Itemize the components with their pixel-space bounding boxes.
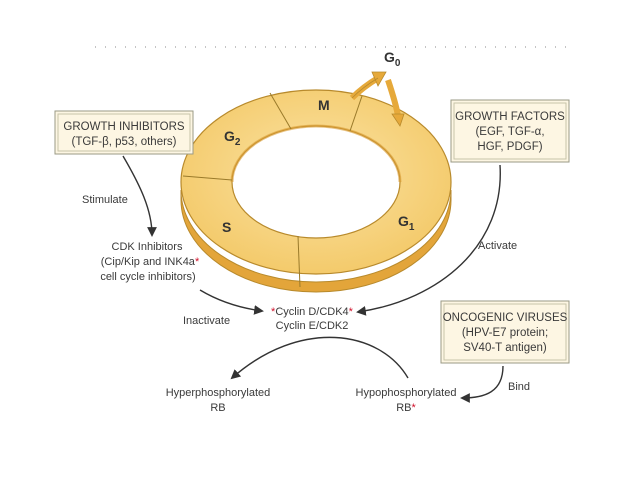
oncogenic-viruses-line3: SV40-T antigen) [463,342,547,354]
ring-top [180,89,452,275]
inactivate-label: Inactivate [183,315,230,327]
hyper-rb-line2: RB [210,402,225,414]
cdk-inhibitors-line2: (Cip/Kip and INK4a* [101,256,200,268]
hyper-rb-label: Hyperphosphorylated RB [166,387,271,414]
activate-label: Activate [478,240,517,252]
cyclin-star-left: * [271,306,276,318]
cyclin-label: *Cyclin D/CDK4* Cyclin E/CDK2 [271,306,354,332]
divider-g1-s [297,235,301,288]
oncogenic-viruses-line2: (HPV-E7 protein; [462,327,548,339]
cdk-inhibitors-label: CDK Inhibitors (Cip/Kip and INK4a* cell … [100,241,200,283]
bind-arrow [460,365,504,403]
hyper-rb-line1: Hyperphosphorylated [166,387,271,399]
cyclin-star-right: * [349,306,354,318]
stimulate-label: Stimulate [82,194,128,206]
cdk-inhibitors-line3: cell cycle inhibitors) [100,271,195,283]
divider-s-g2 [182,175,233,181]
growth-inhibitors-title: GROWTH INHIBITORS [63,121,185,133]
growth-factors-box: GROWTH FACTORS (EGF, TGF-α, HGF, PDGF) [450,99,570,163]
cell-cycle-ring [180,89,452,293]
oncogenic-viruses-box: ONCOGENIC VIRUSES (HPV-E7 protein; SV40-… [440,300,570,364]
growth-factors-line2: (EGF, TGF-α, [475,126,544,138]
cdk-inhibitors-line1: CDK Inhibitors [112,241,183,253]
bind-label: Bind [508,381,530,393]
phase-m-label: M [318,97,330,113]
hypo-rb-line1: Hypophosphorylated [356,387,457,399]
hypo-rb-label: Hypophosphorylated RB* [356,387,457,414]
phase-g0-label: G0 [384,49,401,69]
phase-s-label: S [222,219,231,235]
cyclin-line2: Cyclin E/CDK2 [276,320,349,332]
hypo-rb-star: * [412,402,417,414]
divider-m-g1 [349,95,363,132]
inactivate-arrow [199,289,264,315]
divider-g2-m [269,92,292,130]
oncogenic-viruses-title: ONCOGENIC VIRUSES [443,312,568,324]
stimulate-arrow [122,155,157,237]
ring-side [180,189,452,293]
phosphorylation-arrow [230,336,409,380]
g0-arrows [349,71,405,127]
growth-factors-title: GROWTH FACTORS [455,111,565,123]
activate-arrow [356,164,501,316]
growth-factors-line3: HGF, PDGF) [477,141,542,153]
hypo-rb-line2: RB* [396,402,416,414]
growth-inhibitors-examples: (TGF-β, p53, others) [71,136,176,148]
growth-inhibitors-box: GROWTH INHIBITORS (TGF-β, p53, others) [54,110,194,155]
cyclin-line1: *Cyclin D/CDK4* [271,306,354,318]
cdk-inhibitors-star: * [195,256,200,268]
